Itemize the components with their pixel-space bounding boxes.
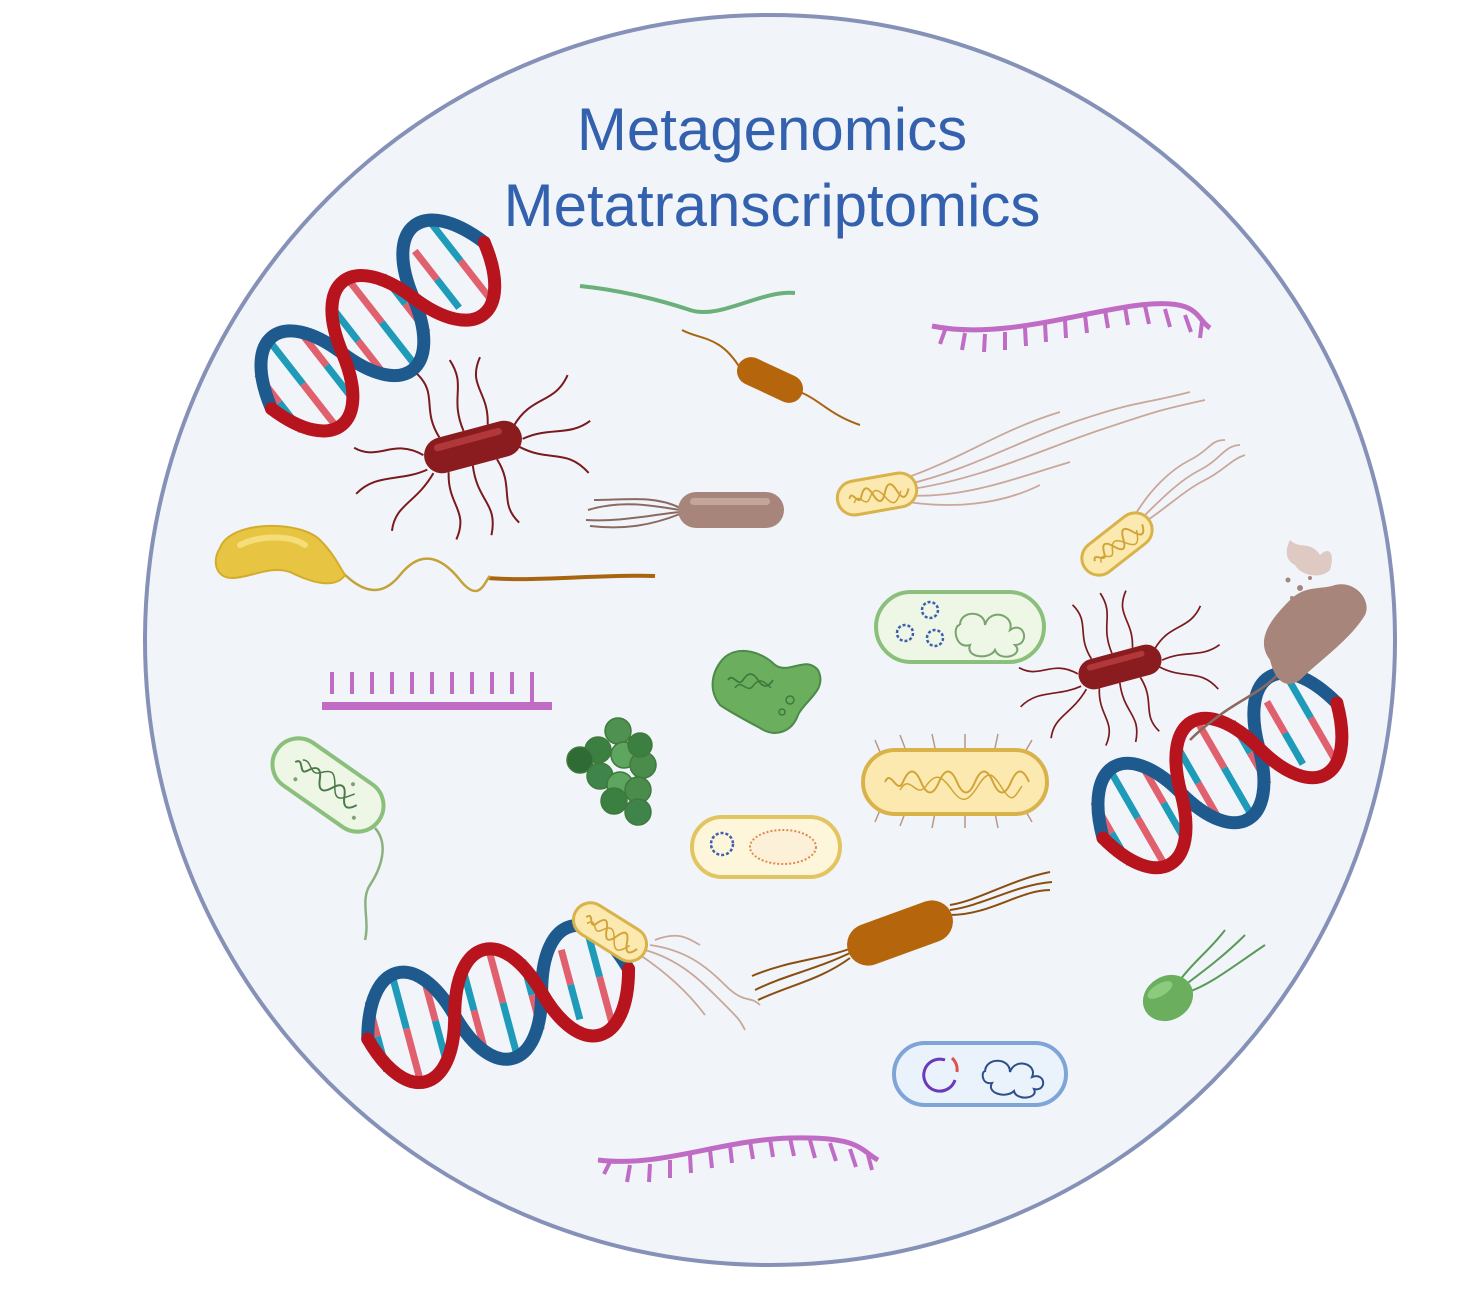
title-metatranscriptomics: Metatranscriptomics — [504, 172, 1041, 239]
title-metagenomics: Metagenomics — [577, 96, 967, 163]
rna-strand-icon — [579, 284, 796, 314]
amoeba-icon — [711, 649, 822, 734]
rna-strand-icon — [931, 301, 1212, 353]
flagellated-bacterium-icon — [751, 871, 1053, 1001]
rod-bacterium-icon — [585, 492, 784, 529]
rod-bacterium-icon — [681, 329, 861, 426]
rod-bacterium-icon — [270, 736, 386, 941]
rna-strand-icon — [322, 670, 552, 710]
plasmid-cell-icon — [874, 590, 1046, 664]
plasmid-cell-icon — [892, 1041, 1068, 1107]
flagellated-bacterium-icon — [565, 894, 761, 1031]
rod-bacterium-icon — [861, 733, 1049, 829]
lysing-bacterium-icon — [1189, 540, 1367, 741]
vibrio-bacterium-icon — [214, 524, 491, 593]
flagellated-bacterium-icon — [833, 391, 1206, 520]
flagellated-bacterium-icon — [1142, 929, 1266, 1022]
coccus-cluster-icon — [566, 717, 657, 826]
rna-strand-icon — [487, 573, 656, 582]
plasmid-cell-icon — [690, 815, 842, 879]
sample-circle — [143, 13, 1397, 1267]
rna-strand-icon — [597, 1135, 880, 1183]
flagellated-bacterium-icon — [1073, 439, 1246, 584]
